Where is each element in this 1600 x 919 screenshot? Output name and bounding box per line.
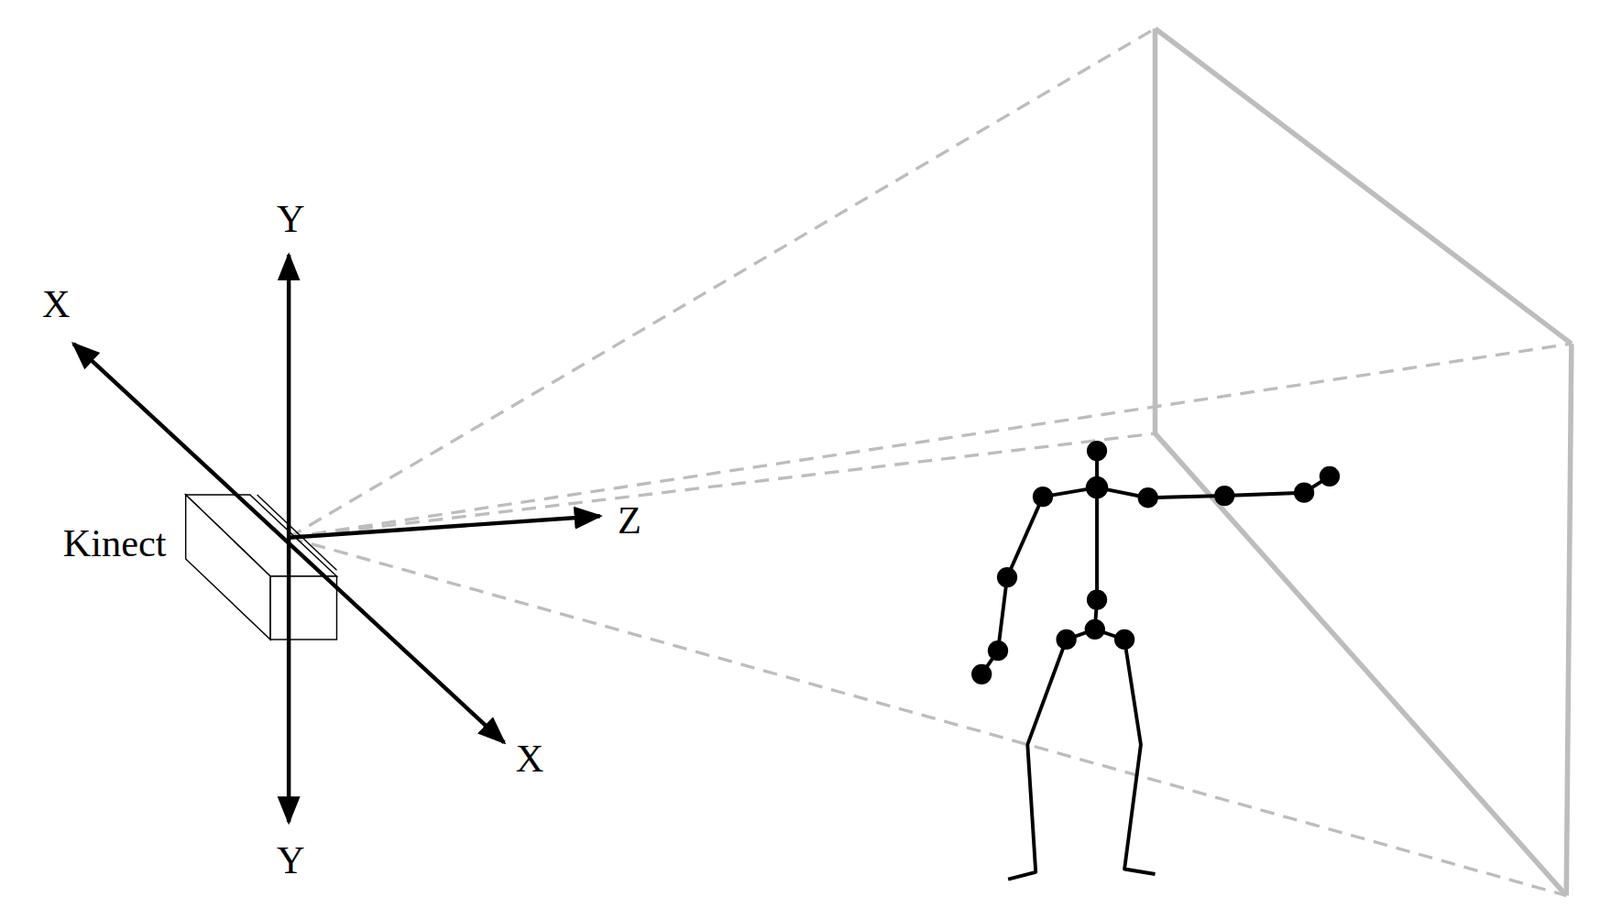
axis-label: X (42, 284, 71, 324)
skeleton-joints (971, 440, 1340, 685)
axis-label: X (515, 738, 545, 778)
axis-label: Y (276, 840, 306, 879)
field-of-view (288, 28, 1572, 896)
axis-label: Z (617, 501, 642, 540)
axis-label: Y (276, 198, 306, 238)
device-label: Kinect (63, 523, 167, 562)
skeleton-figure (981, 450, 1330, 880)
